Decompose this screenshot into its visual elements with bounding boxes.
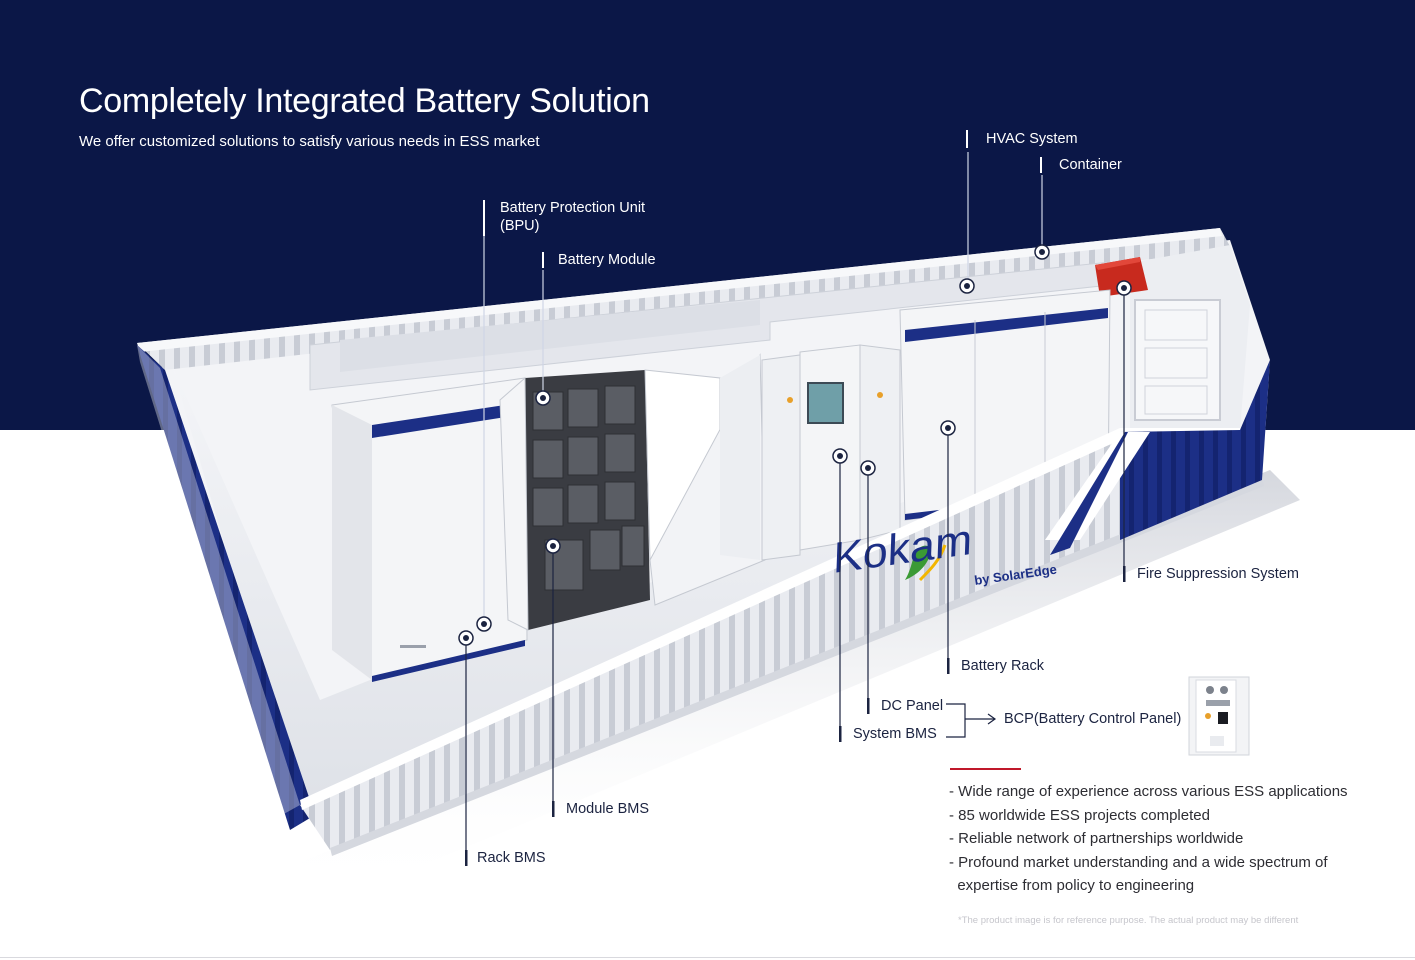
label-bpu: Battery Protection Unit (BPU) bbox=[500, 200, 646, 234]
bms-screen bbox=[807, 382, 844, 424]
bottom-divider bbox=[0, 957, 1415, 958]
page-title: Completely Integrated Battery Solution bbox=[79, 82, 650, 120]
ground-shadow bbox=[300, 470, 1300, 900]
feature-list: - Wide range of experience across variou… bbox=[949, 780, 1369, 898]
container-side-wall bbox=[300, 360, 1270, 850]
label-dc-panel: DC Panel bbox=[881, 698, 944, 714]
control-panels bbox=[761, 344, 901, 561]
label-battery-rack: Battery Rack bbox=[961, 658, 1044, 674]
feature-item: - Wide range of experience across variou… bbox=[949, 783, 1348, 800]
battery-racks-middle bbox=[649, 353, 766, 606]
callout-leaders bbox=[465, 152, 1125, 852]
label-rack-bms: Rack BMS bbox=[477, 850, 546, 866]
kokam-leaf-icon bbox=[905, 545, 931, 580]
accent-rule bbox=[950, 768, 1021, 770]
feature-item: expertise from policy to engineering bbox=[949, 877, 1195, 894]
label-fire-suppression: Fire Suppression System bbox=[1137, 566, 1299, 582]
side-wall-bottom-rail bbox=[330, 478, 1264, 856]
feature-item: - 85 worldwide ESS projects completed bbox=[949, 806, 1210, 824]
page-subtitle: We offer customized solutions to satisfy… bbox=[79, 133, 540, 150]
callout-markers-dark bbox=[465, 566, 1126, 866]
feature-item: - Reliable network of partnerships world… bbox=[949, 830, 1244, 847]
left-end-wall bbox=[137, 345, 315, 830]
bcp-thumbnail bbox=[1188, 676, 1250, 756]
label-module-bms: Module BMS bbox=[566, 801, 650, 817]
label-battery-module: Battery Module bbox=[558, 252, 656, 268]
disclaimer-note: *The product image is for reference purp… bbox=[958, 915, 1299, 926]
container-door bbox=[1134, 299, 1221, 421]
callout-markers bbox=[483, 130, 1042, 268]
label-system-bms: System BMS bbox=[853, 726, 937, 742]
roof-lip bbox=[137, 228, 1222, 352]
feature-item: - Profound market understanding and a wi… bbox=[949, 853, 1328, 871]
battery-racks-left bbox=[331, 377, 528, 682]
label-hvac-system: HVAC System bbox=[986, 131, 1078, 147]
right-end-panel bbox=[1120, 360, 1270, 540]
callout-dots bbox=[458, 244, 1132, 646]
left-end-frame bbox=[137, 345, 300, 815]
label-container: Container bbox=[1059, 157, 1122, 173]
label-bcp: BCP(Battery Control Panel) bbox=[1004, 711, 1182, 727]
